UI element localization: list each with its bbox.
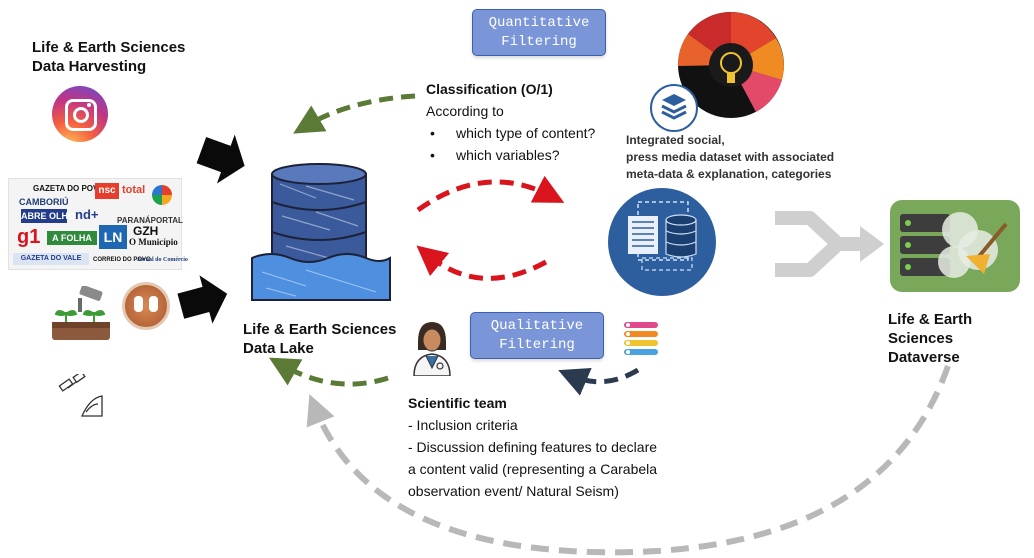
- logo-parana-portal: PARANÁPORTAL: [117, 216, 183, 225]
- colorful-list-icon: [624, 322, 658, 355]
- harvesting-title: Life & Earth Sciences Data Harvesting: [32, 39, 186, 75]
- instagram-icon: [52, 86, 108, 142]
- classification-subtitle: According to: [426, 103, 504, 119]
- dataverse-label: Life & Earth Sciences Dataverse: [888, 311, 973, 366]
- integrated-dataset-label: Integrated social, press media dataset w…: [626, 133, 835, 181]
- logo-nsc: nsc: [95, 183, 119, 199]
- logo-o-municipio: O Município: [129, 237, 178, 247]
- logo-g1: g1: [17, 226, 41, 248]
- team-line: - Inclusion criteria: [408, 417, 518, 433]
- color-wheel-logo-icon: [152, 185, 172, 205]
- classification-block: Classification (O/1) According to which …: [426, 78, 626, 166]
- logo-abre-olho: ABRE OLHO: [21, 209, 75, 223]
- red-arrow-return: [416, 245, 548, 281]
- classification-title: Classification (O/1): [426, 81, 553, 97]
- black-arrow-lower: [177, 275, 228, 324]
- quantitative-filtering-box: Quantitative Filtering: [472, 9, 606, 56]
- dataverse-icon: [890, 200, 1020, 292]
- classification-item: which type of content?: [430, 122, 626, 144]
- team-line: observation event/ Natural Seism): [408, 483, 619, 499]
- black-arrow-upper: [196, 134, 245, 184]
- qualitative-filtering-box: Qualitative Filtering: [470, 312, 604, 359]
- data-lake-database-icon: [251, 163, 391, 301]
- integrated-dataset-icon: [608, 188, 716, 296]
- scientific-team-title: Scientific team: [408, 395, 507, 411]
- logo-camboriu: CAMBORIÚ: [19, 197, 69, 207]
- scientific-team-block: Scientific team - Inclusion criteria - D…: [408, 392, 708, 502]
- logo-gzh: GZH: [133, 224, 159, 238]
- navy-arrow: [558, 367, 640, 396]
- scientist-icon: [413, 322, 451, 376]
- logo-total: total: [122, 184, 146, 196]
- green-arrow-bottom: [268, 357, 389, 387]
- layers-icon: [650, 84, 698, 132]
- logo-gazeta-do-povo: GAZETA DO POVO: [33, 184, 105, 193]
- satellite-seismograph-icon: [58, 374, 103, 417]
- grey-loop-arrow: [306, 365, 951, 556]
- logo-a-folha: A FOLHA: [47, 231, 97, 245]
- characteristics-wheel-icon: [677, 11, 784, 118]
- red-arrow-forward: [416, 175, 565, 213]
- green-arrow-top: [293, 93, 416, 134]
- classification-item: which variables?: [430, 144, 626, 166]
- team-line: a content valid (representing a Carabela: [408, 461, 658, 477]
- sensor-plant-icon: [52, 286, 110, 340]
- team-line: - Discussion defining features to declar…: [408, 439, 658, 455]
- binoculars-icon: [122, 282, 170, 330]
- data-lake-label: Life & Earth Sciences Data Lake: [243, 321, 397, 357]
- logo-gazeta-do-vale: GAZETA DO VALE: [13, 253, 89, 265]
- news-logos-collage: GAZETA DO POVO nsc total CAMBORIÚ ABRE O…: [8, 178, 188, 270]
- merge-arrow: [775, 211, 884, 277]
- logo-jornal-do-comercio: Jornal do Comércio: [137, 257, 188, 263]
- logo-correio-do-povo: CORREIO DO POVO: [93, 257, 151, 263]
- logo-nd: nd+: [75, 207, 99, 222]
- logo-ln: LN: [99, 225, 127, 249]
